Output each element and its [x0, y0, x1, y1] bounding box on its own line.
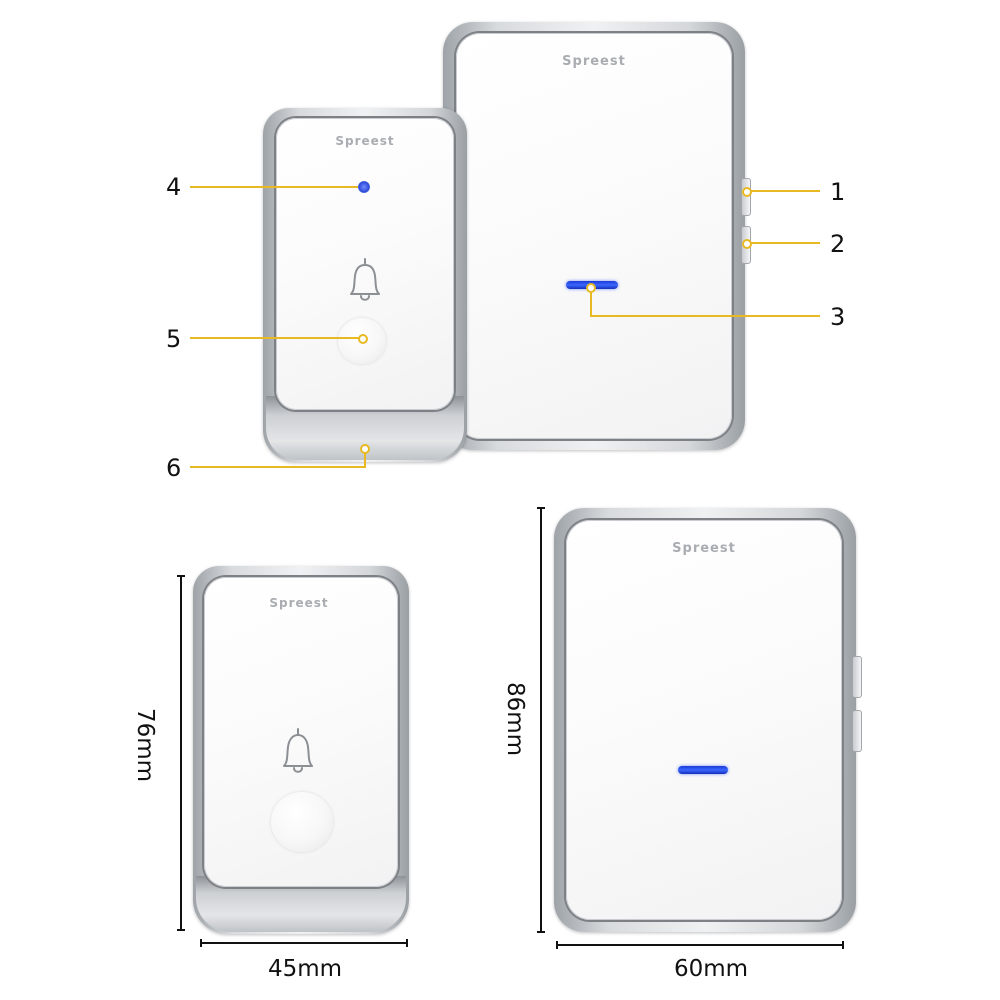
transmitter-width-label: 45mm [268, 956, 343, 982]
transmitter-status-led [358, 181, 370, 193]
receiver-width-tick-right [842, 941, 844, 949]
receiver-side-button-3 [852, 656, 862, 698]
callout-6-line-h [190, 466, 366, 468]
receiver-side-button-1[interactable] [741, 178, 751, 216]
transmitter-logo-2: Spreest [269, 596, 329, 610]
receiver-logo-2: Spreest [672, 541, 736, 556]
receiver-height-label: 86mm [502, 681, 529, 757]
callout-1-label: 1 [830, 178, 846, 206]
receiver-logo: Spreest [562, 54, 626, 69]
transmitter-width-tick-right [406, 939, 408, 947]
receiver-face-2 [566, 520, 842, 920]
callout-5-label: 5 [166, 325, 182, 353]
receiver-height-tick-top [537, 507, 545, 509]
transmitter-push-button-2 [271, 792, 333, 852]
callout-2-label: 2 [830, 230, 846, 258]
transmitter-height-line [180, 576, 182, 930]
receiver-height-tick-bottom [537, 931, 545, 933]
receiver-width-label: 60mm [674, 956, 749, 982]
callout-2-line [748, 242, 820, 244]
callout-6-label: 6 [166, 454, 182, 482]
transmitter-height-tick-bottom [177, 929, 185, 931]
callout-6-dot [360, 444, 370, 454]
receiver-led-indicator-2 [678, 766, 728, 774]
callout-1-line [748, 190, 820, 192]
receiver-width-tick-left [556, 941, 558, 949]
callout-3-line-v [590, 287, 592, 315]
callout-1-dot [742, 187, 752, 197]
receiver-side-button-4 [852, 710, 862, 752]
callout-3-dot [586, 283, 596, 293]
callout-4-label: 4 [166, 173, 182, 201]
transmitter-logo: Spreest [335, 134, 395, 148]
bell-icon [283, 728, 313, 773]
transmitter-width-line [201, 942, 407, 944]
callout-5-dot [358, 334, 368, 344]
transmitter-height-tick-top [177, 575, 185, 577]
transmitter-width-tick-left [200, 939, 202, 947]
receiver-width-line [557, 944, 843, 946]
callout-4-line [190, 186, 358, 188]
callout-3-line-h [590, 315, 820, 317]
callout-3-label: 3 [830, 303, 846, 331]
receiver-face [456, 33, 732, 439]
bell-icon [350, 258, 380, 301]
callout-6-line-v [364, 450, 366, 468]
transmitter-height-label: 76mm [132, 707, 159, 783]
receiver-height-line [540, 508, 542, 932]
callout-2-dot [742, 239, 752, 249]
callout-5-line [190, 337, 360, 339]
